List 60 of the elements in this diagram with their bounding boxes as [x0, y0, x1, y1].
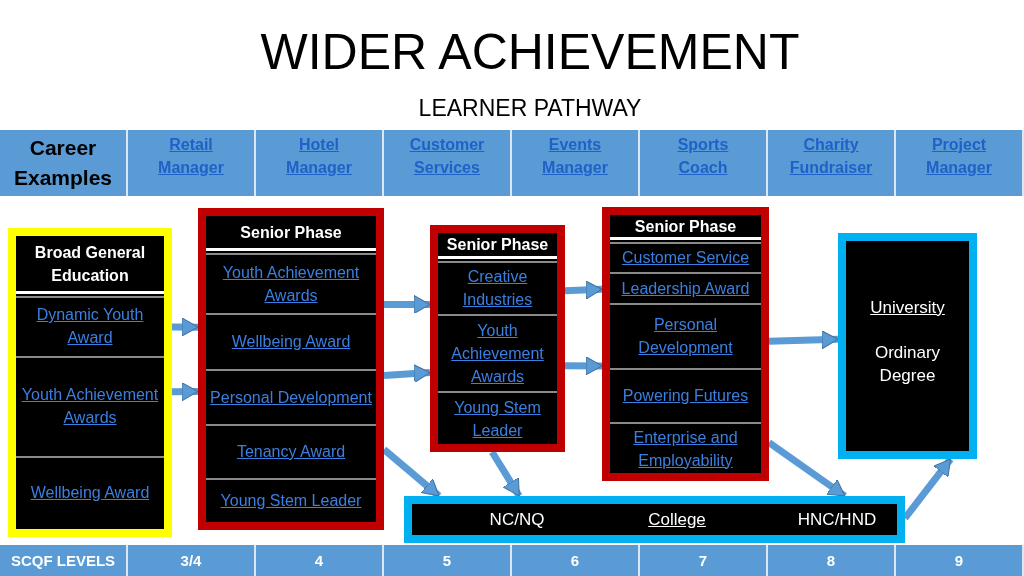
arrow: [902, 456, 954, 521]
award-link: Dynamic Youth Award: [16, 296, 164, 354]
level-cell: 9: [896, 545, 1024, 576]
award-link: Personal Development: [206, 369, 376, 423]
panel-heading: Senior Phase: [206, 216, 376, 251]
panel-heading: Broad General Education: [16, 236, 164, 294]
arrow: [767, 439, 847, 499]
university-link: University: [869, 297, 946, 319]
arrow: [171, 382, 199, 402]
arrow: [383, 364, 431, 384]
level-cell: 7: [640, 545, 768, 576]
arrow: [381, 446, 442, 499]
row-header-cell: SCQF LEVELS: [0, 545, 128, 576]
award-link: Youth Achievement Awards: [438, 314, 557, 390]
pathway-panel: [430, 225, 565, 452]
arrow: [171, 317, 199, 337]
arrow: [564, 280, 603, 300]
level-cell: 8: [768, 545, 896, 576]
award-link: Powering Futures: [610, 368, 761, 421]
pathway-panel: [602, 207, 769, 481]
title: WIDER ACHIEVEMENT: [259, 23, 801, 82]
career-link-cell: Customer Services: [384, 130, 512, 196]
award-link: Leadership Award: [610, 272, 761, 302]
career-link-cell: Project Manager: [896, 130, 1024, 196]
row-header-cell: Career Examples: [0, 130, 128, 196]
level-cell: 5: [384, 545, 512, 576]
qualification-label: NC/NQ: [488, 509, 546, 531]
level-cell: 4: [256, 545, 384, 576]
award-link: Creative Industries: [438, 261, 557, 313]
award-link: Enterprise and Employability: [610, 422, 761, 473]
career-link-cell: Hotel Manager: [256, 130, 384, 196]
arrow: [768, 330, 839, 350]
award-link: Young Stem Leader: [438, 391, 557, 444]
career-link-cell: Events Manager: [512, 130, 640, 196]
arrow: [565, 356, 603, 376]
award-link: Tenancy Award: [206, 424, 376, 477]
award-link: Wellbeing Award: [16, 456, 164, 527]
pathway-panel: [8, 228, 172, 537]
arrow: [384, 295, 431, 314]
award-link: Wellbeing Award: [206, 313, 376, 368]
panel-heading: Senior Phase: [610, 215, 761, 240]
pathway-panel: [838, 233, 977, 459]
award-link: Customer Service: [610, 242, 761, 271]
career-link-cell: Retail Manager: [128, 130, 256, 196]
college-link: College: [647, 509, 707, 531]
career-link-cell: Sports Coach: [640, 130, 768, 196]
award-link: Youth Achievement Awards: [16, 356, 164, 454]
pathway-panel: [198, 208, 384, 530]
award-link: Young Stem Leader: [206, 478, 376, 520]
level-cell: 3/4: [128, 545, 256, 576]
qualification-label: HNC/HND: [796, 509, 878, 531]
pathway-panel: [404, 496, 905, 543]
panel-heading: Senior Phase: [438, 233, 557, 259]
degree-label: Ordinary Degree: [873, 342, 942, 387]
award-link: Youth Achievement Awards: [206, 253, 376, 312]
arrow: [489, 450, 523, 498]
award-link: Personal Development: [610, 303, 761, 367]
subtitle: LEARNER PATHWAY: [417, 94, 643, 123]
career-link-cell: Charity Fundraiser: [768, 130, 896, 196]
level-cell: 6: [512, 545, 640, 576]
